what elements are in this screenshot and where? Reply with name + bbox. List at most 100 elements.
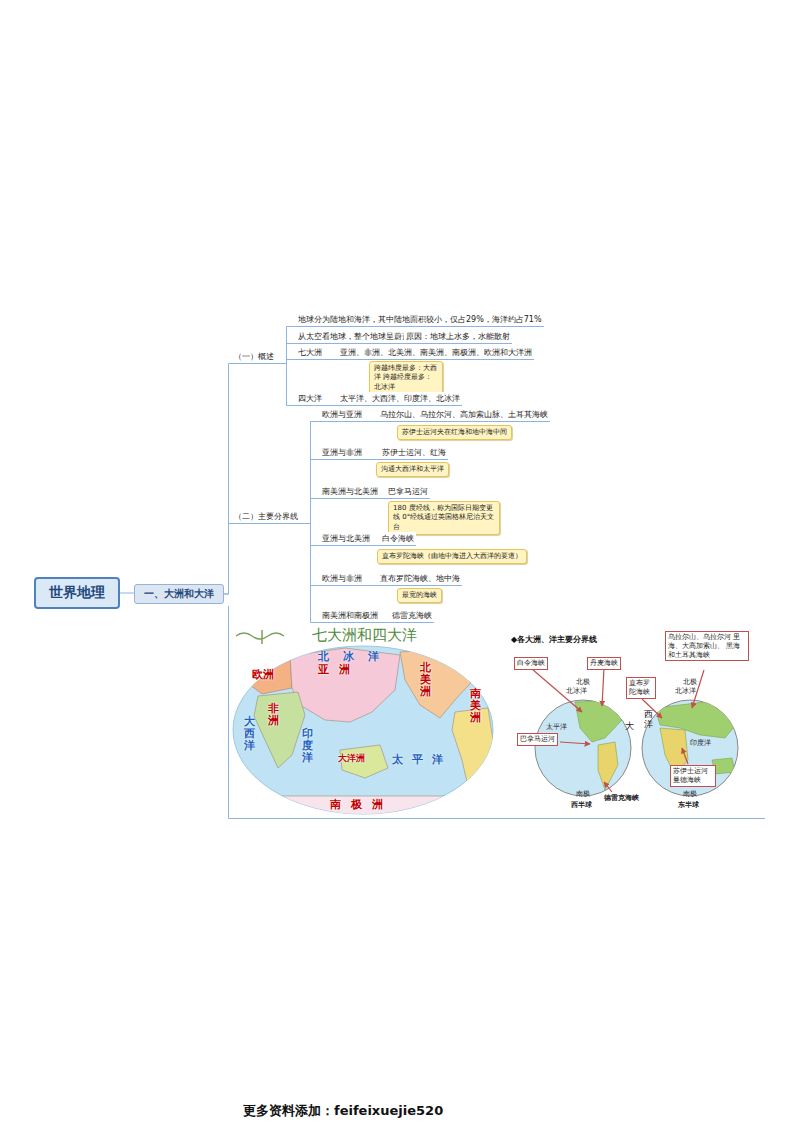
asia-shape [290,648,400,722]
callout-note: 最宽的海峡 [397,588,442,603]
frame-line [229,606,766,819]
ocean-label: 太平洋 [392,752,452,767]
globe-label: 太平洋 [546,722,567,732]
globe-label: 印度洋 [690,738,711,748]
node-text: 亚洲、非洲、北美洲、南美洲、南极洲、欧洲和大洋洲 [340,347,532,358]
topic-item: 南美洲与北美洲 [320,485,380,499]
topic-item: 欧洲与非洲 [320,572,364,586]
node-text: 最宽的海峡 [402,591,437,600]
branch-connector [364,421,378,422]
node-text: 太平洋、大西洋、印度洋、北冰洋 [340,393,460,404]
node-text: 180 度经线，称为国际日期变更线 0°经线通过英国格林尼治天文台 [393,504,495,532]
topic-item: 七大洲 [296,346,324,360]
globe-label: 西半球 [571,800,592,810]
node-text: 一、大洲和大洋 [144,587,214,601]
ocean-label: 大西洋 [244,716,255,752]
topic-item: 原因：地球上水多，水能散射 [404,330,512,344]
branch-connector [120,593,134,594]
node-text: 欧洲与亚洲 [322,409,362,420]
topic-item: 巴拿马运河 [386,485,430,499]
node-text: 七大洲 [298,347,322,358]
globe-label: 大 [625,720,634,733]
topic-item: 亚洲、非洲、北美洲、南美洲、南极洲、欧洲和大洋洲 [338,346,534,360]
callout-note: 180 度经线，称为国际日期变更线 0°经线通过英国格林尼治天文台 [388,501,500,535]
node-text: 南美洲与北美洲 [322,486,378,497]
africa-shape [254,692,305,768]
map-title: 七大洲和四大洋 [312,626,417,645]
branch-connector [224,364,232,595]
main-topic: 一、大洲和大洋 [134,584,224,604]
node-text: 直布罗陀海峡（由地中海进入大西洋的要道） [382,552,522,561]
globe-label: 北极 [576,677,590,687]
arrow [602,668,604,706]
continent-label: 南极洲 [330,797,393,812]
node-text: （一）概述 [234,351,274,362]
boundary-callout: 苏伊士运河 曼德海峡 [670,765,716,787]
branch-connector [364,585,378,586]
node-text: 苏伊士运河夹在红海和地中海中间 [402,428,507,437]
branch-connector [372,545,380,546]
boundary-callout: 直布罗陀海峡 [626,677,656,699]
callout-note: 沟通大西洋和太平洋 [376,462,449,477]
footer-note: 更多资料添加：feifeixuejie520 [243,1102,443,1120]
node-text: 亚洲与非洲 [322,447,362,458]
branch-connector [300,422,320,524]
boundary-callout: 巴拿马运河 [517,733,558,746]
node-text: 苏伊士运河、红海 [382,447,446,458]
node-text: 地球分为陆地和海洋，其中陆地面积较小，仅占29%，海洋约占71% [298,314,542,325]
topic-item: 太平洋、大西洋、印度洋、北冰洋 [338,392,462,406]
callout-note: 跨越纬度最多：大西洋 跨越经度最多：北冰洋 [369,361,443,395]
map-ocean [233,646,493,814]
continent-label: 非洲 [268,703,279,727]
node-text: 欧洲与非洲 [322,573,362,584]
globe-label: 北极 [683,677,697,687]
figure-heading: ◆各大洲、洋主要分界线 [511,634,597,645]
branch-connector [324,359,338,360]
branch-frame [229,606,766,819]
topic-item: 四大洋 [296,392,324,406]
section-topic: （一）概述 [232,350,276,364]
title-squiggle [236,630,284,644]
topic-item: 亚洲与北美洲 [320,532,372,546]
node-text: 沟通大西洋和太平洋 [381,465,444,474]
topic-item: 亚洲与非洲 [320,446,364,460]
section-topic: （二）主要分界线 [232,510,300,524]
topic-item: 乌拉尔山、乌拉尔河、高加索山脉、土耳其海峡 [378,408,550,422]
antarctica-shape [233,796,493,815]
node-text: 原因：地球上水多，水能散射 [406,331,510,342]
arrow [682,748,688,764]
continent-label: 欧洲 [252,667,274,682]
continent-label: 亚洲 [318,662,360,677]
globe-label: 德雷克海峡 [604,793,639,803]
world-map [233,646,493,815]
boundary-callout: 乌拉尔山、乌拉尔河 里海、大高加索山、 黑海和土耳其海峡 [665,631,749,661]
topic-item: 欧洲与亚洲 [320,408,364,422]
globe-label: 南极 [683,789,697,799]
ocean-label: 印度洋 [302,728,313,764]
topic-item: 从太空看地球，整个地球呈蔚蓝色 [296,330,420,344]
globe-label: 西洋 [644,710,653,730]
node-text: 南美洲和南极洲 [322,610,378,621]
west-land-n [575,700,622,742]
node-text: 世界地理 [49,584,105,602]
topic-item: 南美洲和南极洲 [320,609,380,623]
node-text: 亚洲与北美洲 [322,533,370,544]
branch-connector [224,524,232,595]
node-text: （二）主要分界线 [234,511,298,522]
branch-connector [276,364,296,406]
branch-connector [300,460,320,524]
boundary-callout: 白令海峡 [514,657,548,670]
branch-connector [276,327,296,364]
north-america-shape [400,648,478,718]
topic-item: 地球分为陆地和海洋，其中陆地面积较小，仅占29%，海洋约占71% [296,313,544,327]
branch-connector [380,622,390,623]
node-text: 四大洋 [298,393,322,404]
node-text: 乌拉尔山、乌拉尔河、高加索山脉、土耳其海峡 [380,409,548,420]
continent-label: 南美洲 [470,688,481,724]
callout-note: 直布罗陀海峡（由地中海进入大西洋的要道） [377,549,527,564]
branch-connector [300,499,320,524]
callout-note: 苏伊士运河夹在红海和地中海中间 [397,425,512,440]
